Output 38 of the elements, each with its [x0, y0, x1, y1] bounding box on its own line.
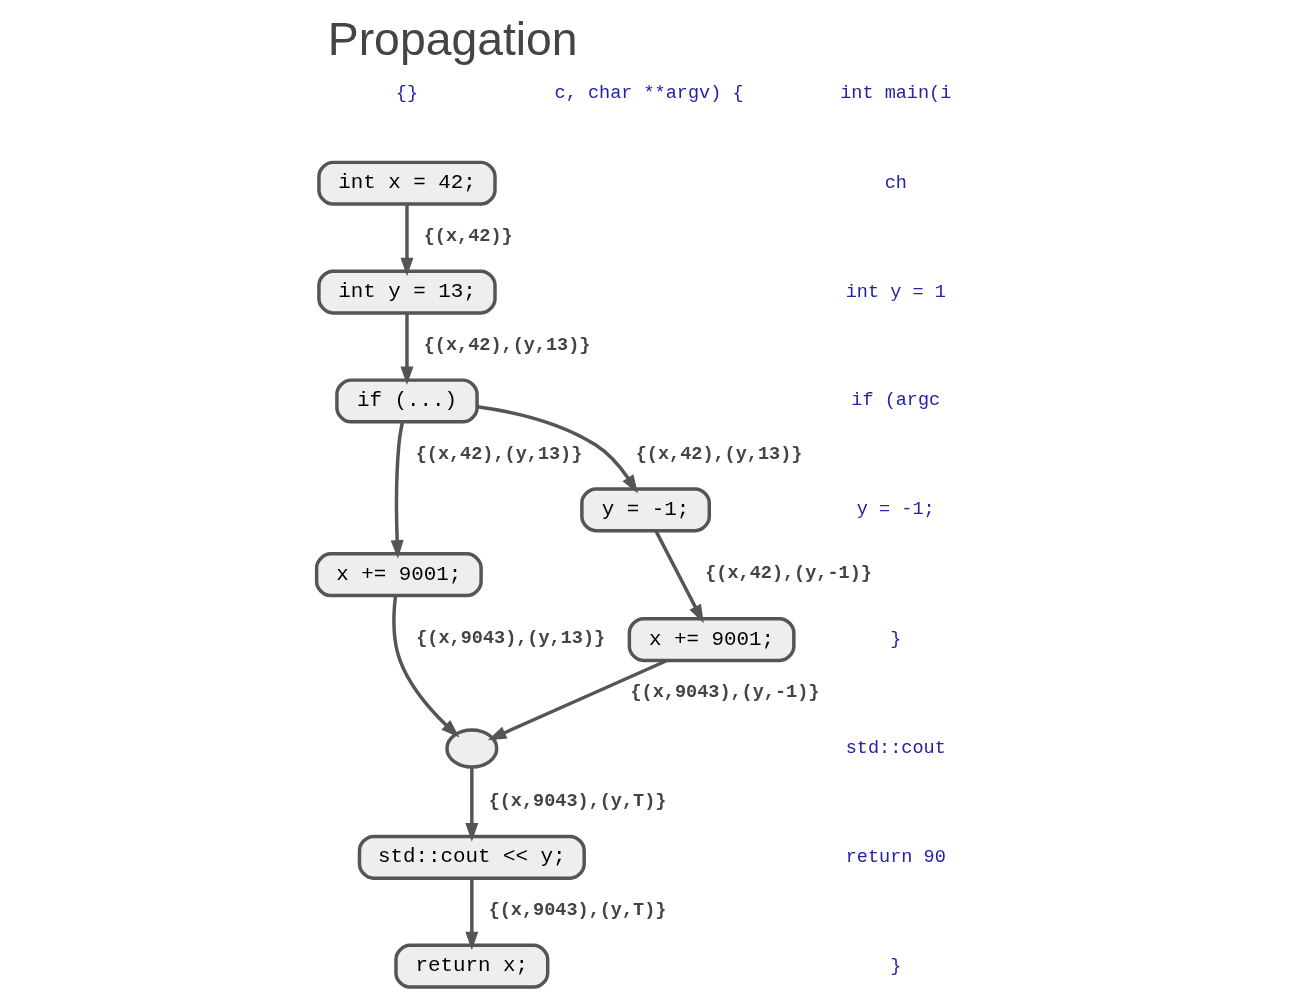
diagram-title: Propagation — [327, 12, 578, 65]
edge-label: {(x,42),(y,-1)} — [704, 562, 872, 584]
arrow — [391, 595, 459, 738]
arrow — [464, 767, 478, 842]
arrow — [399, 313, 413, 386]
arrow — [399, 204, 413, 277]
label: int y = 1 — [845, 281, 946, 303]
label: return 90 — [845, 846, 946, 868]
edge-label: {(x,42),(y,13)} — [415, 443, 582, 465]
label: ch — [884, 172, 907, 194]
arrow — [464, 878, 478, 951]
edge-label: {(x,9043),(y,-1)} — [630, 682, 819, 704]
label: if (argc — [850, 390, 940, 412]
node-box: std::cout << y; — [357, 834, 586, 880]
node-box: if (...) — [334, 378, 479, 424]
node-box: y = -1; — [579, 487, 711, 533]
label: {} — [395, 83, 418, 105]
arrow — [476, 404, 638, 494]
label: c, char **argv) { — [554, 83, 743, 105]
label: } — [889, 955, 901, 977]
edge-label: {(x,42),(y,13)} — [635, 443, 802, 465]
node-box: x += 9001; — [627, 617, 796, 663]
label: } — [889, 628, 901, 650]
node-box: x += 9001; — [314, 552, 483, 598]
edge-label: {(x,9043),(y,T)} — [488, 791, 666, 813]
arrow — [390, 421, 404, 559]
edge-label: {(x,42)} — [423, 225, 513, 247]
label: int main(i — [839, 83, 951, 105]
label: std::cout — [845, 737, 946, 759]
edge-label: {(x,9043),(y,13)} — [415, 627, 605, 649]
node-circle — [444, 728, 498, 769]
edge-label: {(x,9043),(y,T)} — [488, 900, 666, 921]
node-box: int x = 42; — [316, 160, 497, 206]
arrow — [653, 530, 704, 624]
label: y = -1; — [856, 499, 935, 521]
node-box: int y = 13; — [316, 269, 497, 315]
edge-label: {(x,42),(y,13)} — [423, 334, 590, 356]
node-box: return x; — [393, 943, 549, 989]
